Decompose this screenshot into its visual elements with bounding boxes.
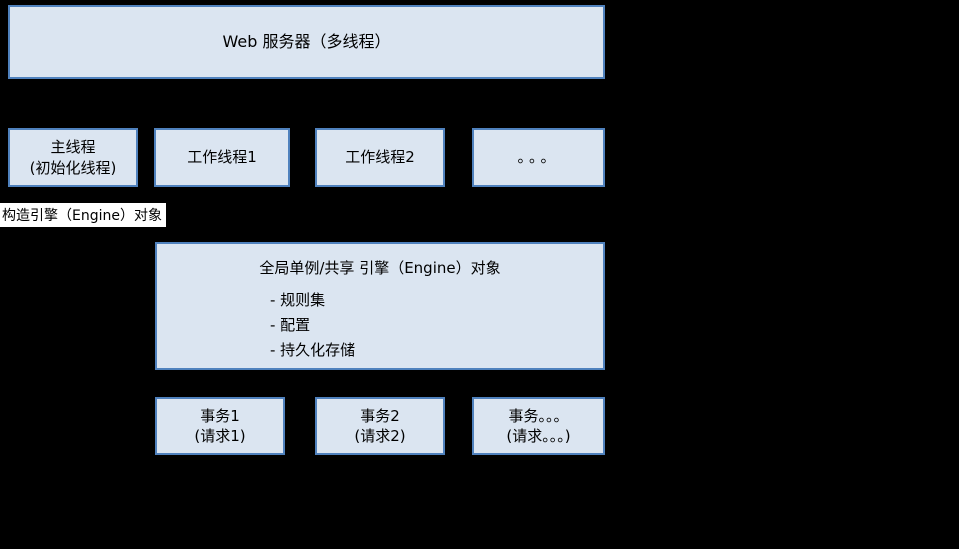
construct-engine-label: 构造引擎（Engine）对象 <box>0 203 166 227</box>
transaction-more-label-line2: (请求。。。) <box>506 427 571 445</box>
engine-object-title: 全局单例/共享 引擎（Engine）对象 <box>259 259 501 277</box>
transaction-more-label-line1: 事务。。。 <box>508 406 569 425</box>
more-threads-label: 。。。 <box>517 148 560 167</box>
engine-bullet-ruleset: - 规则集 <box>270 291 326 310</box>
web-server-box: Web 服务器（多线程） <box>8 5 605 79</box>
main-thread-label-line1: 主线程 <box>50 138 96 157</box>
transaction-2-box: 事务2 (请求2) <box>315 397 445 455</box>
worker-thread-1-box: 工作线程1 <box>154 128 290 187</box>
transaction-1-label-line2: (请求1) <box>194 427 246 445</box>
transaction-2-label-line1: 事务2 <box>360 406 400 425</box>
transaction-2-label-line2: (请求2) <box>354 427 406 445</box>
worker-thread-1-label: 工作线程1 <box>187 148 257 167</box>
engine-bullet-persistence: - 持久化存储 <box>270 341 356 360</box>
transaction-more-box: 事务。。。 (请求。。。) <box>472 397 605 455</box>
main-thread-box: 主线程 (初始化线程) <box>8 128 138 187</box>
transaction-1-box: 事务1 (请求1) <box>155 397 285 455</box>
main-thread-label-line2: (初始化线程) <box>29 158 117 177</box>
worker-thread-2-box: 工作线程2 <box>315 128 445 187</box>
web-server-label: Web 服务器（多线程） <box>222 32 391 52</box>
more-threads-box: 。。。 <box>472 128 605 187</box>
worker-thread-2-label: 工作线程2 <box>345 148 415 167</box>
transaction-1-label-line1: 事务1 <box>200 406 240 425</box>
engine-object-box: 全局单例/共享 引擎（Engine）对象 - 规则集 - 配置 - 持久化存储 <box>155 242 605 370</box>
engine-bullet-config: - 配置 <box>270 316 311 335</box>
engine-bullet-list: - 规则集 - 配置 - 持久化存储 <box>270 288 603 363</box>
